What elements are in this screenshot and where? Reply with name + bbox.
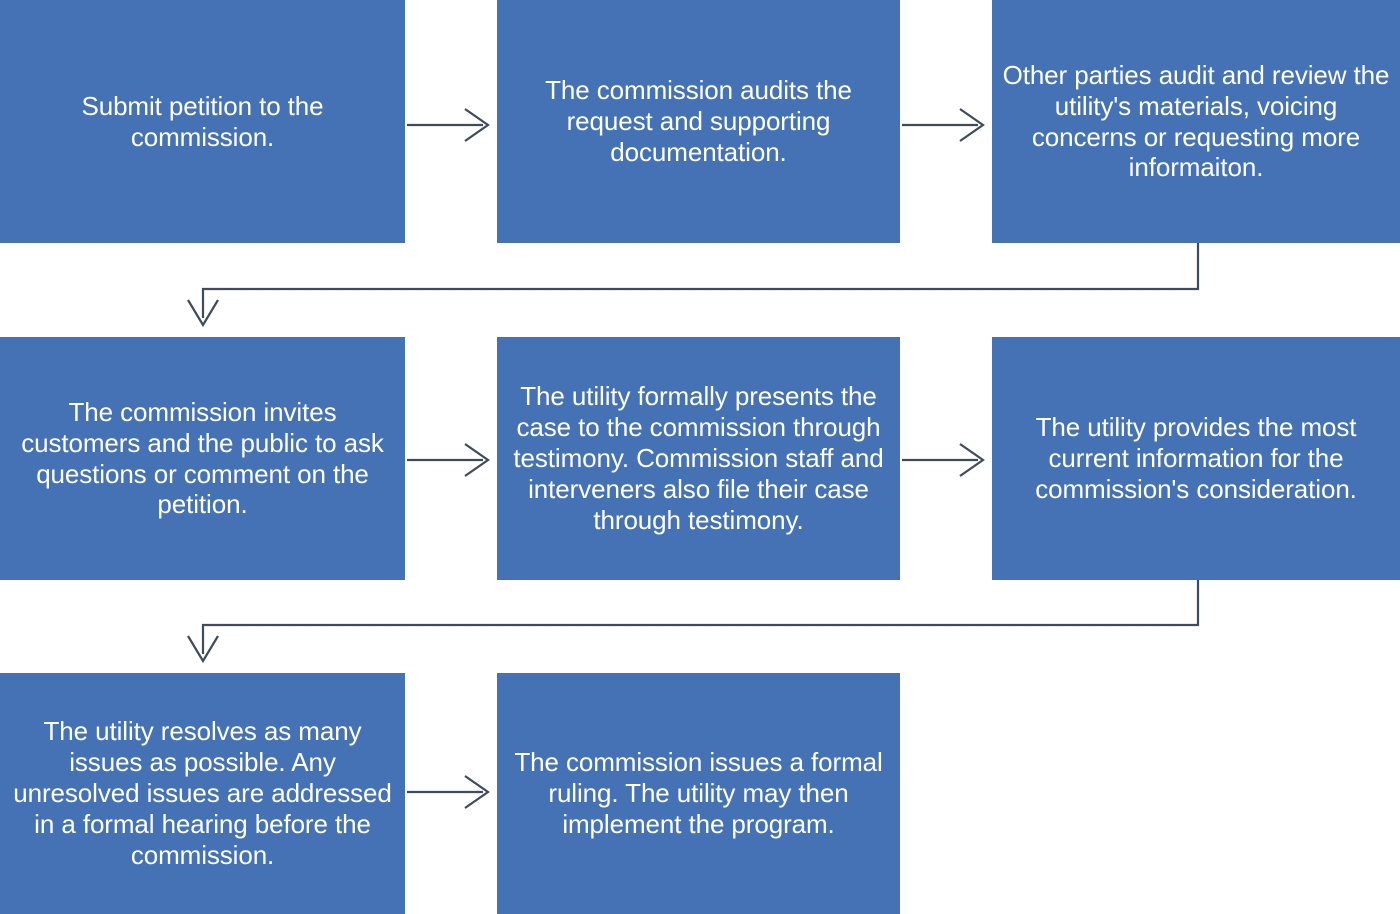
arrow-1-2 — [407, 108, 490, 142]
flow-node-formal-ruling[interactable]: The commission issues a formal ruling. T… — [497, 673, 900, 914]
flow-node-text: Submit petition to the commission. — [81, 90, 324, 152]
arrow-7-8 — [407, 775, 490, 809]
arrow-5-6 — [902, 443, 985, 477]
flow-node-text: The utility resolves as many issues as p… — [13, 716, 392, 870]
arrow-6-7 — [187, 580, 1200, 664]
arrow-2-3 — [902, 108, 985, 142]
arrow-4-5 — [407, 443, 490, 477]
flow-node-commission-audits[interactable]: The commission audits the request and su… — [497, 0, 900, 243]
flow-node-text: The commission invites customers and the… — [21, 396, 384, 520]
flow-node-other-parties-review[interactable]: Other parties audit and review the utili… — [992, 0, 1400, 243]
flow-node-text: The commission issues a formal ruling. T… — [514, 747, 883, 839]
flow-node-text: The utility formally presents the case t… — [513, 381, 884, 535]
flow-node-public-comment[interactable]: The commission invites customers and the… — [0, 337, 405, 580]
flow-node-text: The commission audits the request and su… — [545, 75, 852, 167]
arrow-3-4 — [187, 243, 1200, 328]
flow-node-resolve-issues[interactable]: The utility resolves as many issues as p… — [0, 673, 405, 914]
flow-node-text: Other parties audit and review the utili… — [1002, 59, 1390, 183]
flow-node-current-information[interactable]: The utility provides the most current in… — [992, 337, 1400, 580]
flow-node-submit-petition[interactable]: Submit petition to the commission. — [0, 0, 405, 243]
flow-node-testimony[interactable]: The utility formally presents the case t… — [497, 337, 900, 580]
flow-node-text: The utility provides the most current in… — [1035, 412, 1357, 504]
